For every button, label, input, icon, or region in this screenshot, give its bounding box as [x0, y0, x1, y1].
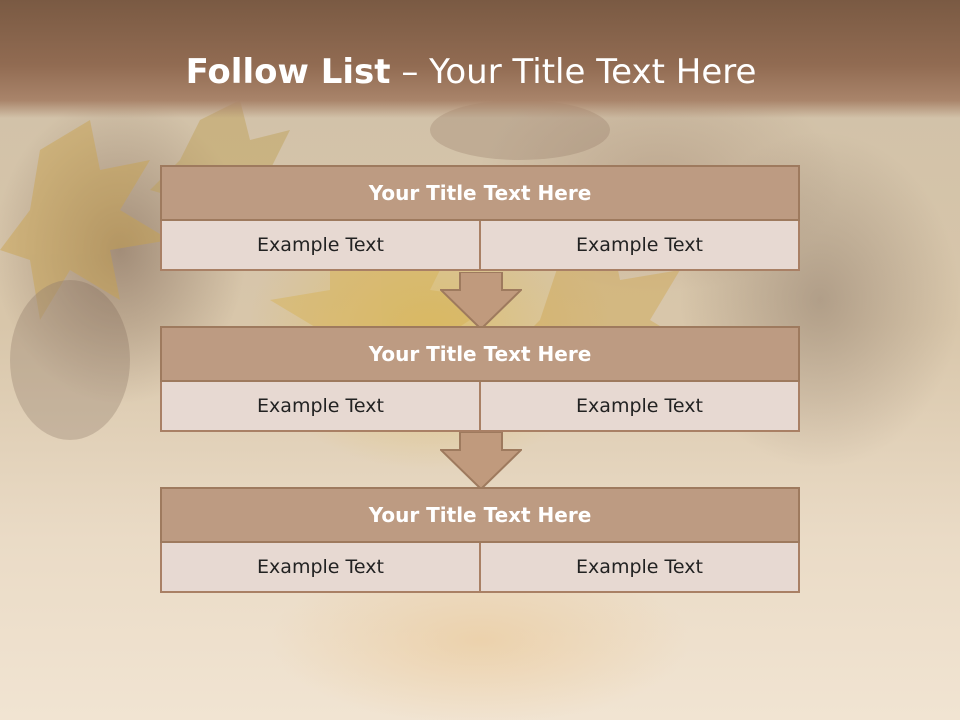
list-block-1: Your Title Text Here Example Text Exampl… [160, 165, 800, 271]
block-cell-left[interactable]: Example Text [160, 221, 481, 271]
block-row: Example Text Example Text [160, 543, 800, 593]
title-bar [0, 0, 960, 118]
block-cell-left[interactable]: Example Text [160, 382, 481, 432]
block-row: Example Text Example Text [160, 382, 800, 432]
list-block-3: Your Title Text Here Example Text Exampl… [160, 487, 800, 593]
block-title[interactable]: Your Title Text Here [160, 487, 800, 543]
block-row: Example Text Example Text [160, 221, 800, 271]
block-cell-left[interactable]: Example Text [160, 543, 481, 593]
down-arrow-icon [440, 272, 522, 330]
slide-title-rest: – Your Title Text Here [390, 52, 757, 92]
down-arrow-icon [440, 432, 522, 490]
slide-title-bold: Follow List [185, 52, 391, 92]
block-title[interactable]: Your Title Text Here [160, 165, 800, 221]
block-cell-right[interactable]: Example Text [481, 221, 800, 271]
block-cell-right[interactable]: Example Text [481, 382, 800, 432]
block-cell-right[interactable]: Example Text [481, 543, 800, 593]
block-title[interactable]: Your Title Text Here [160, 326, 800, 382]
slide-title[interactable]: Follow List – Your Title Text Here [0, 52, 942, 92]
list-block-2: Your Title Text Here Example Text Exampl… [160, 326, 800, 432]
